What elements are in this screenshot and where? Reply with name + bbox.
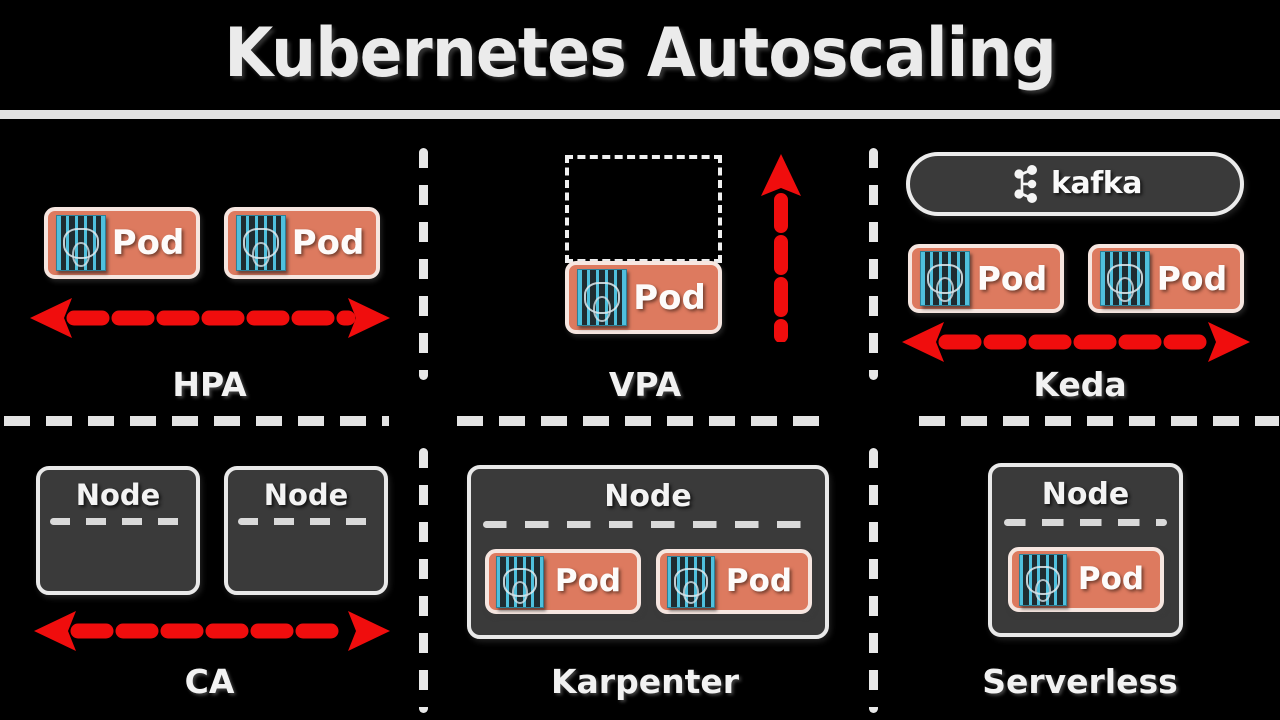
- node-label: Node: [1041, 477, 1130, 512]
- container-icon: [920, 251, 970, 306]
- section-label-keda: Keda: [1033, 365, 1127, 404]
- section-label-karpenter: Karpenter: [550, 662, 740, 701]
- divider-vertical-bottom-right: [869, 448, 878, 713]
- section-label-serverless: Serverless: [982, 662, 1178, 701]
- container-icon: [56, 215, 106, 271]
- pod-label: Pod: [1077, 561, 1145, 597]
- divider-vertical-bottom-left: [419, 448, 428, 713]
- container-icon: [1019, 553, 1067, 606]
- divider-horizontal-left: [4, 416, 389, 426]
- kafka-trigger-box[interactable]: kafka: [906, 152, 1244, 216]
- kafka-label: kafka: [1051, 166, 1142, 201]
- pod-label: Pod: [554, 563, 622, 599]
- pod-box[interactable]: Pod: [565, 261, 722, 334]
- divider-horizontal-center: [457, 416, 835, 426]
- node-box[interactable]: Node: [224, 466, 388, 595]
- pod-box[interactable]: Pod: [44, 207, 200, 279]
- title-underline-rule: [0, 110, 1280, 119]
- section-label-ca: CA: [184, 662, 235, 701]
- container-icon: [577, 269, 627, 326]
- pod-box[interactable]: Pod: [1008, 547, 1164, 612]
- scale-arrow-horizontal: [30, 298, 390, 338]
- pod-label: Pod: [291, 223, 365, 263]
- container-icon: [1100, 251, 1150, 306]
- container-icon: [496, 555, 544, 608]
- pod-label: Pod: [725, 563, 793, 599]
- pod-box[interactable]: Pod: [656, 549, 812, 614]
- node-label: Node: [263, 478, 349, 512]
- node-separator: [1004, 519, 1167, 526]
- pod-box[interactable]: Pod: [1088, 244, 1244, 313]
- scale-arrow-horizontal: [902, 322, 1250, 362]
- node-label: Node: [75, 478, 161, 512]
- node-box[interactable]: Node Pod: [988, 463, 1183, 637]
- node-separator: [483, 521, 813, 528]
- pod-label: Pod: [111, 223, 185, 263]
- node-box[interactable]: Node Pod Pod: [467, 465, 829, 639]
- node-label: Node: [604, 479, 692, 514]
- section-label-vpa: VPA: [608, 365, 682, 404]
- pod-label: Pod: [976, 259, 1048, 298]
- container-icon: [236, 215, 286, 271]
- vpa-growth-outline: [565, 155, 722, 263]
- pod-box[interactable]: Pod: [224, 207, 380, 279]
- divider-horizontal-right: [919, 416, 1279, 426]
- node-box[interactable]: Node: [36, 466, 200, 595]
- divider-vertical-top-right: [869, 148, 878, 380]
- page-title: Kubernetes Autoscaling: [224, 14, 1057, 93]
- resize-arrow-vertical: [761, 154, 801, 342]
- pod-box[interactable]: Pod: [908, 244, 1064, 313]
- kafka-logo-icon: [1014, 165, 1038, 203]
- node-separator: [50, 518, 186, 525]
- node-separator: [238, 518, 374, 525]
- scale-arrow-horizontal: [34, 611, 390, 651]
- section-label-hpa: HPA: [172, 365, 247, 404]
- pod-label: Pod: [633, 277, 706, 318]
- pod-box[interactable]: Pod: [485, 549, 641, 614]
- container-icon: [667, 555, 715, 608]
- pod-label: Pod: [1156, 259, 1228, 298]
- divider-vertical-top-left: [419, 148, 428, 380]
